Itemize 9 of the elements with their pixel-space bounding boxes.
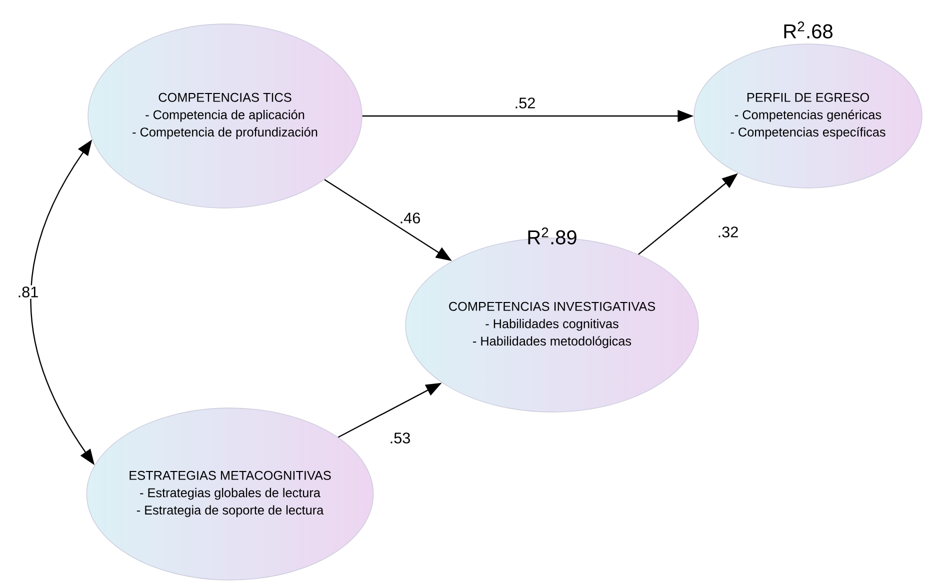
- edge-label: .32: [716, 225, 740, 239]
- ellipse-node: ESTRATEGIAS METACOGNITIVAS - Estrategias globales de lectura - Estrategia de soporte de lectura: [86, 408, 374, 580]
- edge-label: .81: [16, 285, 40, 299]
- edge-label: .52: [513, 96, 537, 110]
- edge-label: .46: [398, 211, 422, 225]
- ellipse-node: COMPETENCIAS TICS - Competencia de aplicación - Competencia de profundización: [88, 24, 362, 208]
- edge-label: .53: [388, 431, 412, 445]
- ellipse-node: PERFIL DE EGRESO - Competencias genéricas - Competencias específicas: [694, 44, 922, 188]
- r-squared-label: R$^{2}$.68: [784, 22, 832, 38]
